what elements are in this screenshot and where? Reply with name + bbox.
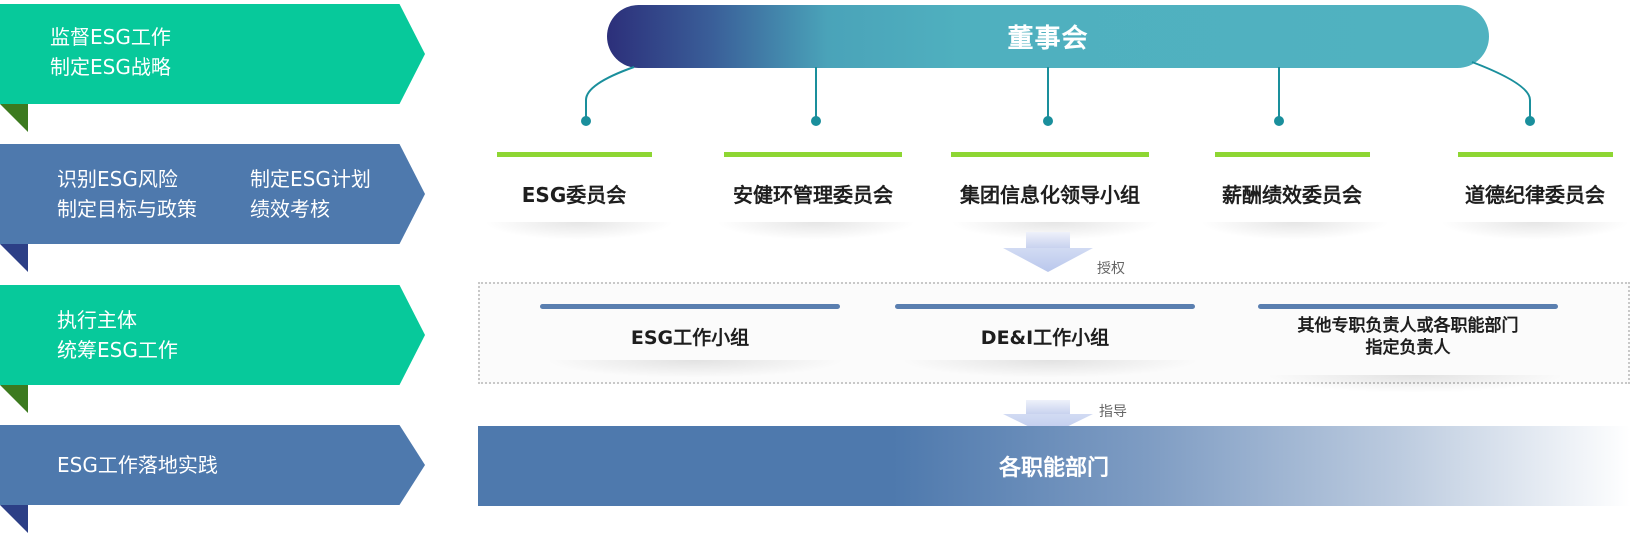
departments-label: 各职能部门 (998, 456, 1109, 481)
committee-bar (951, 152, 1149, 157)
fold-corner (0, 244, 28, 272)
role-text: 制定目标与政策 (57, 197, 197, 221)
committee-shadow (484, 222, 674, 240)
connector-dot (1043, 116, 1053, 126)
connector-dot (1525, 116, 1535, 126)
working-group-esg: ESG工作小组 (540, 304, 840, 350)
committee-ethics: 道德纪律委员会 (1455, 152, 1615, 208)
role-text: 识别ESG风险 (57, 167, 178, 191)
committee-shadow (1440, 222, 1630, 240)
committee-shadow (1200, 222, 1390, 240)
committee-compensation: 薪酬绩效委员会 (1212, 152, 1372, 208)
role-text: 绩效考核 (250, 197, 330, 221)
group-name: DE&I工作小组 (980, 327, 1110, 349)
role-text: 制定ESG计划 (250, 167, 371, 191)
guide-label: 指导 (1099, 404, 1127, 420)
role-text: 监督ESG工作 (50, 25, 171, 49)
committee-shadow (950, 222, 1160, 240)
group-name: ESG工作小组 (630, 327, 750, 349)
board-of-directors: 董事会 (607, 5, 1489, 68)
group-shadow (1265, 375, 1565, 393)
committee-bar (1214, 152, 1370, 157)
authorize-label: 授权 (1097, 261, 1125, 277)
board-label: 董事会 (1007, 24, 1089, 54)
group-shadow (900, 360, 1200, 378)
fold-corner (0, 385, 28, 413)
committee-it: 集团信息化领导小组 (950, 152, 1150, 208)
role-arrow-identify: 识别ESG风险 制定目标与政策 制定ESG计划 绩效考核 (0, 144, 425, 244)
committee-esg: ESG委员会 (494, 152, 654, 208)
connector-dot (811, 116, 821, 126)
role-arrow-practice: ESG工作落地实践 (0, 425, 425, 505)
fold-corner (0, 505, 28, 533)
group-name: 其他专职负责人或各职能部门 (1297, 316, 1519, 336)
group-bar (895, 304, 1195, 309)
group-bar (540, 304, 840, 309)
committee-shadow (716, 222, 916, 240)
working-groups-box (478, 282, 1630, 384)
functional-departments: 各职能部门 (478, 426, 1630, 506)
working-group-dei: DE&I工作小组 (895, 304, 1195, 350)
connector-dot (1274, 116, 1284, 126)
committee-bar (496, 152, 652, 157)
role-text: 制定ESG战略 (50, 55, 171, 79)
committee-name: 安健环管理委员会 (733, 183, 893, 207)
working-group-others: 其他专职负责人或各职能部门 指定负责人 (1258, 304, 1558, 359)
committee-hse: 安健环管理委员会 (721, 152, 905, 208)
committee-bar (1457, 152, 1613, 157)
group-name: 指定负责人 (1365, 338, 1451, 358)
connector-dot (581, 116, 591, 126)
committee-name: ESG委员会 (521, 183, 627, 207)
group-shadow (545, 360, 845, 378)
committee-bar (724, 152, 902, 157)
connector-line (1471, 61, 1531, 121)
committee-name: 道德纪律委员会 (1465, 183, 1605, 207)
connector-line (585, 66, 635, 121)
committee-name: 薪酬绩效委员会 (1222, 183, 1362, 207)
connector-lines (581, 61, 1535, 126)
committee-name: 集团信息化领导小组 (960, 183, 1140, 207)
role-text: 执行主体 (57, 308, 137, 332)
group-bar (1258, 304, 1558, 309)
role-arrow-execute: 执行主体 统筹ESG工作 (0, 285, 425, 385)
role-text: 统筹ESG工作 (57, 338, 178, 362)
role-arrow-supervise: 监督ESG工作 制定ESG战略 (0, 4, 425, 104)
role-text: ESG工作落地实践 (57, 453, 218, 477)
authorize-arrow (1003, 232, 1093, 272)
